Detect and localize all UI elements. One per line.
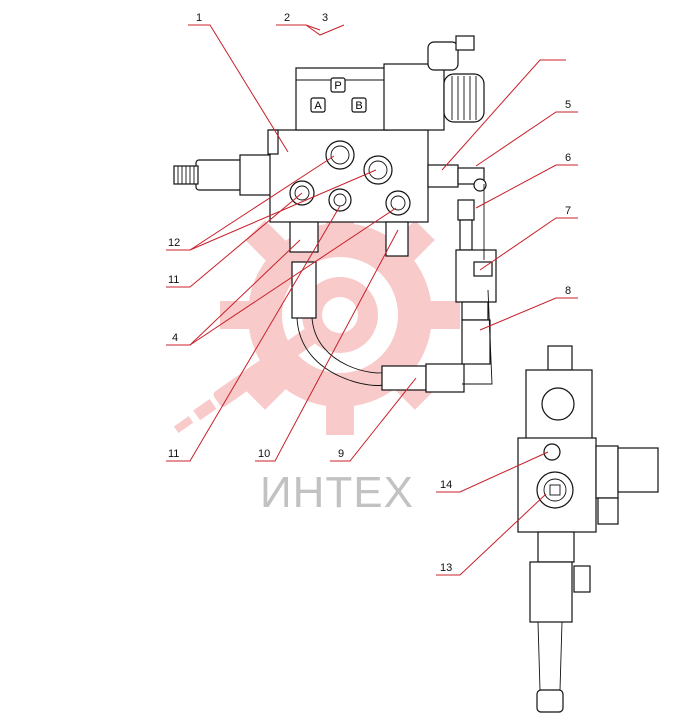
callout-4: 4 (172, 332, 178, 344)
main-valve-block: P A B (173, 35, 497, 393)
secondary-valve-block (517, 345, 659, 713)
callout-labels: 1 2 3 5 6 7 8 12 11 4 11 10 9 14 13 (168, 12, 571, 574)
leader-lines (166, 24, 578, 576)
callout-7: 7 (565, 205, 571, 217)
callout-2: 2 (284, 12, 290, 24)
watermark-text: ИНТЕХ (260, 468, 414, 517)
callout-8: 8 (565, 285, 571, 297)
callout-12: 12 (168, 237, 180, 249)
callout-10: 10 (258, 448, 270, 460)
callout-13: 13 (440, 562, 452, 574)
callout-9: 9 (338, 448, 344, 460)
callout-11-lower: 11 (168, 448, 179, 460)
port-label-b: B (355, 100, 362, 112)
callout-6: 6 (565, 152, 571, 164)
callout-11-upper: 11 (168, 274, 179, 286)
port-label-p: P (334, 80, 341, 92)
callout-5: 5 (565, 99, 571, 111)
callout-1: 1 (196, 12, 202, 24)
callout-14: 14 (440, 479, 452, 491)
port-label-a: A (314, 100, 322, 112)
callout-3: 3 (322, 12, 328, 24)
